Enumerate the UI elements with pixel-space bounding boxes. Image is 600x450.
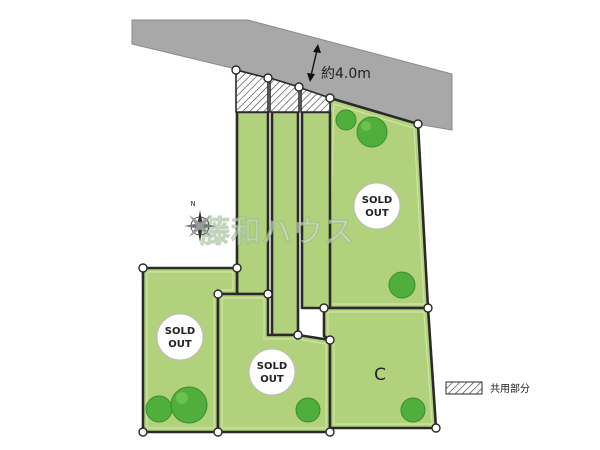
tree-icon — [388, 271, 416, 299]
tree-highlight-icon — [361, 121, 371, 131]
sold-out-badge-top-right: SOLD OUT — [353, 182, 401, 230]
boundary-marker — [263, 289, 273, 299]
sold-out-text-line1: SOLD — [257, 361, 287, 372]
sold-out-text-line1: SOLD — [165, 326, 195, 337]
boundary-marker — [213, 427, 223, 437]
common-area-hatch-2 — [269, 76, 300, 113]
tree-highlight-icon — [176, 392, 188, 404]
sold-out-badge-circle — [353, 182, 401, 230]
tree-icon — [295, 397, 321, 423]
boundary-marker — [138, 263, 148, 273]
boundary-marker — [325, 335, 335, 345]
lot-c-label: C — [374, 365, 386, 385]
tree-icon — [145, 395, 173, 423]
watermark: 藤和ハウス — [200, 215, 355, 250]
sold-out-text-line2: OUT — [168, 339, 192, 350]
tree-icon — [356, 116, 388, 148]
boundary-marker — [413, 119, 423, 129]
tree-icon — [400, 397, 426, 423]
flag-strip-3-area — [300, 110, 332, 310]
sold-out-text-line2: OUT — [365, 208, 389, 219]
boundary-marker — [325, 427, 335, 437]
boundary-markers — [138, 65, 441, 437]
road-width-label: 約4.0m — [321, 66, 371, 82]
lot-bottom-middle-inner — [221, 297, 327, 429]
common-area-hatch-1 — [235, 68, 269, 113]
compass-rose-icon — [184, 210, 216, 242]
road-width-dimension: 約4.0m — [307, 44, 371, 82]
boundary-marker — [325, 93, 335, 103]
sold-out-badge-left: SOLD OUT — [156, 313, 204, 361]
sold-out-badge-circle — [248, 348, 296, 396]
boundary-marker — [213, 289, 223, 299]
boundary-marker — [231, 65, 241, 75]
tree-icon — [335, 109, 357, 131]
common-area-hatch-3 — [300, 86, 331, 113]
boundary-marker — [138, 427, 148, 437]
sold-out-badge-bottom-middle: SOLD OUT — [248, 348, 296, 396]
flag-strip-1 — [235, 110, 270, 296]
tree-icon — [170, 386, 208, 424]
sold-out-badge-circle — [156, 313, 204, 361]
boundary-marker — [423, 303, 433, 313]
sold-out-text-line2: OUT — [260, 374, 284, 385]
boundary-marker — [293, 330, 303, 340]
legend-hatch-label: 共用部分 — [490, 382, 530, 395]
legend: 共用部分 — [445, 381, 530, 395]
trees — [145, 109, 426, 424]
boundary-marker — [319, 303, 329, 313]
lot-left-inner — [146, 271, 234, 429]
compass: N — [184, 200, 216, 242]
boundary-marker — [431, 423, 441, 433]
compass-north-label: N — [190, 200, 195, 208]
flag-strip-1-area — [235, 110, 270, 296]
arrow-up-icon — [313, 44, 321, 53]
flag-strip-3 — [300, 110, 332, 310]
arrow-down-icon — [307, 73, 315, 82]
legend-hatch-swatch — [445, 381, 483, 395]
boundary-marker — [294, 82, 304, 92]
boundary-marker — [263, 73, 273, 83]
boundary-marker — [232, 263, 242, 273]
sold-out-text-line1: SOLD — [362, 195, 392, 206]
